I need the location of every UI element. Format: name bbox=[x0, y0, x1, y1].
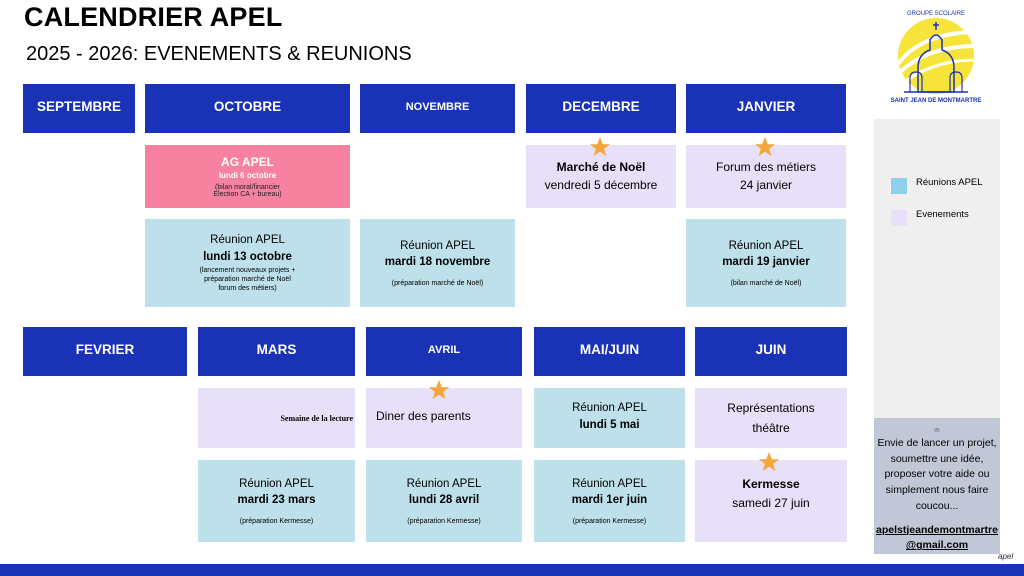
event-note: Election CA + bureau) bbox=[213, 191, 282, 198]
event-date: lundi 28 avril bbox=[408, 494, 480, 507]
contact-message: Envie de lancer un projet, soumettre une… bbox=[877, 436, 997, 512]
event-date: lundi 5 mai bbox=[579, 418, 640, 431]
event-title: Réunion APEL bbox=[572, 402, 647, 414]
event-title: Marché de Noël bbox=[556, 160, 646, 175]
event-ag-apel: AG APEL lundi 6 octobre (bilan moral/fin… bbox=[145, 145, 350, 208]
contact-email[interactable]: apelstjeandemontmartre @gmail.com bbox=[876, 523, 998, 555]
event-note: (préparation Kermesse) bbox=[572, 517, 647, 525]
page-subtitle: 2025 - 2026: EVENEMENTS & REUNIONS bbox=[26, 43, 412, 65]
event-reunion-novembre: Réunion APEL mardi 18 novembre (préparat… bbox=[360, 219, 515, 307]
legend-label-evenements: Evenements bbox=[916, 209, 969, 220]
contact-email-line1: apelstjeandemontmartre bbox=[876, 523, 998, 536]
event-title: AG APEL bbox=[221, 155, 274, 169]
event-note: (lancement nouveaux projets + bbox=[199, 266, 296, 274]
event-representations-theatre: Représentations théâtre bbox=[695, 388, 847, 448]
event-date: 24 janvier bbox=[739, 177, 793, 192]
event-forum-metiers: Forum des métiers 24 janvier bbox=[686, 145, 846, 208]
legend-swatch-reunions bbox=[891, 178, 907, 194]
star-icon bbox=[758, 451, 780, 472]
page-title: CALENDRIER APEL bbox=[24, 2, 283, 32]
mail-icon bbox=[934, 428, 940, 432]
event-date: samedi 27 juin bbox=[732, 496, 810, 511]
event-kermesse: Kermesse samedi 27 juin bbox=[695, 460, 847, 542]
event-date: lundi 6 octobre bbox=[218, 171, 277, 180]
event-title: Forum des métiers bbox=[715, 160, 817, 175]
event-reunion-mars: Réunion APEL mardi 23 mars (préparation … bbox=[198, 460, 355, 542]
star-icon bbox=[589, 136, 611, 157]
event-semaine-lecture: Semaine de la lecture bbox=[198, 388, 355, 448]
event-title: théâtre bbox=[752, 421, 790, 436]
logo-top-text: GROUPE SCOLAIRE bbox=[906, 11, 965, 17]
month-mai-juin: MAI/JUIN bbox=[534, 327, 685, 376]
month-decembre: DECEMBRE bbox=[526, 84, 676, 133]
event-title: Réunion APEL bbox=[239, 477, 314, 490]
event-title: Réunion APEL bbox=[400, 239, 475, 252]
month-octobre: OCTOBRE bbox=[145, 84, 350, 133]
event-title: Réunion APEL bbox=[210, 234, 285, 247]
school-logo: GROUPE SCOLAIRE SAINT JEAN DE MONTMARTRE bbox=[880, 4, 992, 112]
event-note: forum des métiers) bbox=[218, 285, 277, 293]
event-title: Réunion APEL bbox=[406, 477, 482, 490]
star-icon bbox=[754, 136, 776, 157]
event-reunion-avril: Réunion APEL lundi 28 avril (préparation… bbox=[366, 460, 522, 542]
event-date: vendredi 5 décembre bbox=[544, 177, 658, 192]
apel-logo: apel bbox=[998, 552, 1013, 561]
event-title: Semaine de la lecture bbox=[280, 413, 353, 423]
month-avril: AVRIL bbox=[366, 327, 522, 376]
apel-logo-text: apel bbox=[998, 552, 1014, 561]
legend-panel: Réunions APEL Evenements bbox=[874, 119, 1000, 418]
event-reunion-janvier: Réunion APEL mardi 19 janvier (bilan mar… bbox=[686, 219, 846, 307]
month-septembre: SEPTEMBRE bbox=[23, 84, 135, 133]
event-reunion-juin: Réunion APEL mardi 1er juin (préparation… bbox=[534, 460, 685, 542]
event-title: Réunion APEL bbox=[728, 239, 804, 252]
footer-bar bbox=[0, 564, 1024, 576]
event-marche-noel: Marché de Noël vendredi 5 décembre bbox=[526, 145, 676, 208]
event-reunion-octobre: Réunion APEL lundi 13 octobre (lancement… bbox=[145, 219, 350, 307]
star-icon bbox=[428, 379, 450, 400]
legend-swatch-evenements bbox=[891, 210, 907, 226]
event-note: (préparation Kermesse) bbox=[407, 517, 481, 525]
event-date: mardi 1er juin bbox=[571, 494, 648, 507]
month-novembre: NOVEMBRE bbox=[360, 84, 515, 133]
event-reunion-mai: Réunion APEL lundi 5 mai bbox=[534, 388, 685, 448]
event-note: (bilan moral/financier bbox=[215, 184, 280, 191]
event-date: mardi 23 mars bbox=[237, 494, 316, 507]
event-date: mardi 19 janvier bbox=[722, 256, 810, 269]
event-note: (bilan marché de Noël) bbox=[730, 279, 802, 287]
event-note: (préparation marché de Noël) bbox=[391, 279, 484, 287]
event-title: Kermesse bbox=[742, 477, 800, 491]
contact-email-line2: @gmail.com bbox=[905, 539, 969, 552]
month-fevrier: FEVRIER bbox=[23, 327, 187, 376]
month-janvier: JANVIER bbox=[686, 84, 846, 133]
event-title: Réunion APEL bbox=[572, 477, 647, 490]
legend-label-reunions: Réunions APEL bbox=[916, 177, 983, 188]
contact-panel: Envie de lancer un projet, soumettre une… bbox=[874, 418, 1000, 554]
event-note: préparation marché de Noël bbox=[204, 275, 291, 283]
event-date: mardi 18 novembre bbox=[384, 256, 491, 269]
event-title: Diner des parents bbox=[376, 409, 471, 423]
month-juin: JUIN bbox=[695, 327, 847, 376]
logo-bottom-text: SAINT JEAN DE MONTMARTRE bbox=[890, 98, 982, 104]
month-mars: MARS bbox=[198, 327, 355, 376]
event-note: (préparation Kermesse) bbox=[239, 517, 314, 525]
event-title: Représentations bbox=[727, 401, 815, 415]
event-date: lundi 13 octobre bbox=[203, 250, 292, 263]
